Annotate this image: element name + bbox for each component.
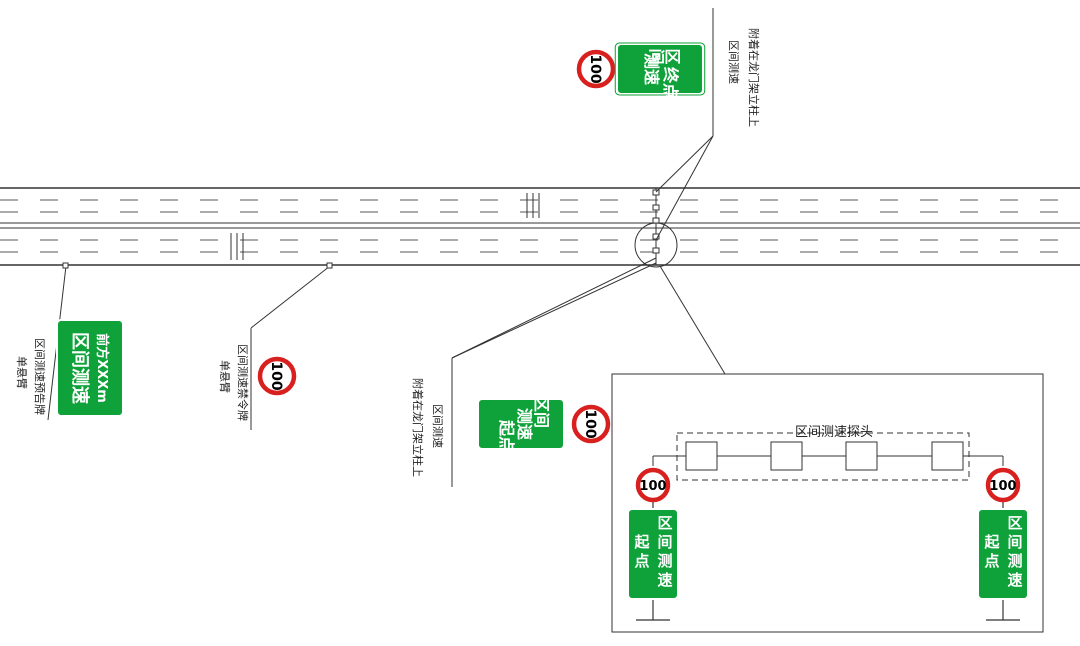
detail-box: 区间测速探头 100 100 [611,373,1044,633]
limit-sign-post [326,262,333,269]
end-note-2: 附着在龙门架立柱上 [747,28,761,127]
speed-limit-value: 100 [582,409,598,438]
detail-left-line1: 区 [657,514,672,532]
detail-right-side1: 起 [983,533,1000,551]
leader-lines [47,8,726,487]
detail-speed-limit-left-value: 100 [639,479,666,494]
advance-sign-text-2: 区间测速 [69,332,91,404]
detail-left-line2: 间 [657,533,672,551]
direction-arrows-bottom [230,233,244,260]
detail-speed-limit-left [635,467,671,503]
advance-sign-post [62,262,69,269]
probe-label: 区间测速探头 [795,425,873,440]
start-sign-text-3: 起点 [497,419,516,452]
speed-limit-value: 100 [268,361,284,390]
detail-right-sign-text: 区 间 测 速 起 点 [983,514,1022,589]
advance-notes: 区间测速预告牌 单悬臂 [15,338,47,415]
limit-note-1: 区间测速禁令牌 [236,344,250,421]
end-sign-text: 测速 [642,53,661,85]
detail-start-sign-left [627,508,679,600]
detail-left-line3: 测 [657,552,672,570]
detail-left-side2: 点 [634,552,649,570]
detail-speed-limit-right [985,467,1021,503]
detail-speed-limit-right-value: 100 [989,479,1016,494]
detail-left-side1: 起 [633,533,650,551]
detail-right-line1: 区 [1007,514,1022,532]
direction-arrows-top [526,193,540,218]
advance-sign-text-1: 前方XXXm [94,333,110,403]
end-sign-line2: 终点 [661,67,680,99]
end-sign-line1: 区间 [648,46,681,65]
speed-limit-value: 100 [587,54,603,83]
probe-camera-1 [685,441,718,471]
detail-right-line4: 速 [1007,571,1022,589]
end-note-1: 区间测速 [727,40,740,84]
limit-note-2: 单悬臂 [218,360,231,393]
advance-sign-text: 前方XXXm 区间测速 [69,332,110,404]
detail-right-side2: 点 [984,552,999,570]
speed-limit-sign-start: 100 [571,404,611,444]
road [0,187,1080,266]
detail-left-sign-text: 区 间 测 速 起 点 [633,514,672,589]
start-note-1: 区间测速 [431,404,444,448]
detail-right-line2: 间 [1007,533,1022,551]
speed-limit-sign-advance: 100 [257,356,297,396]
start-sign-text: 区间 测速 起点 [497,396,551,452]
advance-note-1: 区间测速预告牌 [33,338,47,415]
end-notes: 区间测速 附着在龙门架立柱上 [727,28,761,127]
start-notes: 区间测速 附着在龙门架立柱上 [411,378,444,477]
start-point-sign [477,398,565,450]
end-point-sign: 区间 终点 [614,42,706,99]
probe-camera-3 [845,441,878,471]
detail-start-sign-right [977,508,1029,600]
probe-camera-2 [770,441,803,471]
end-sign-text-2: 测速 [642,53,661,85]
probe-camera-4 [931,441,964,471]
advance-note-2: 单悬臂 [15,356,28,389]
start-note-2: 附着在龙门架立柱上 [411,378,425,477]
limit-notes: 区间测速禁令牌 单悬臂 [218,344,250,421]
detail-left-line4: 速 [657,571,672,589]
advance-notice-sign [56,319,124,417]
start-sign-text-1: 区间 [532,396,551,428]
start-sign-text-2: 测速 [515,408,534,440]
detail-right-line3: 测 [1007,552,1022,570]
speed-limit-sign-end: 100 [576,49,616,89]
